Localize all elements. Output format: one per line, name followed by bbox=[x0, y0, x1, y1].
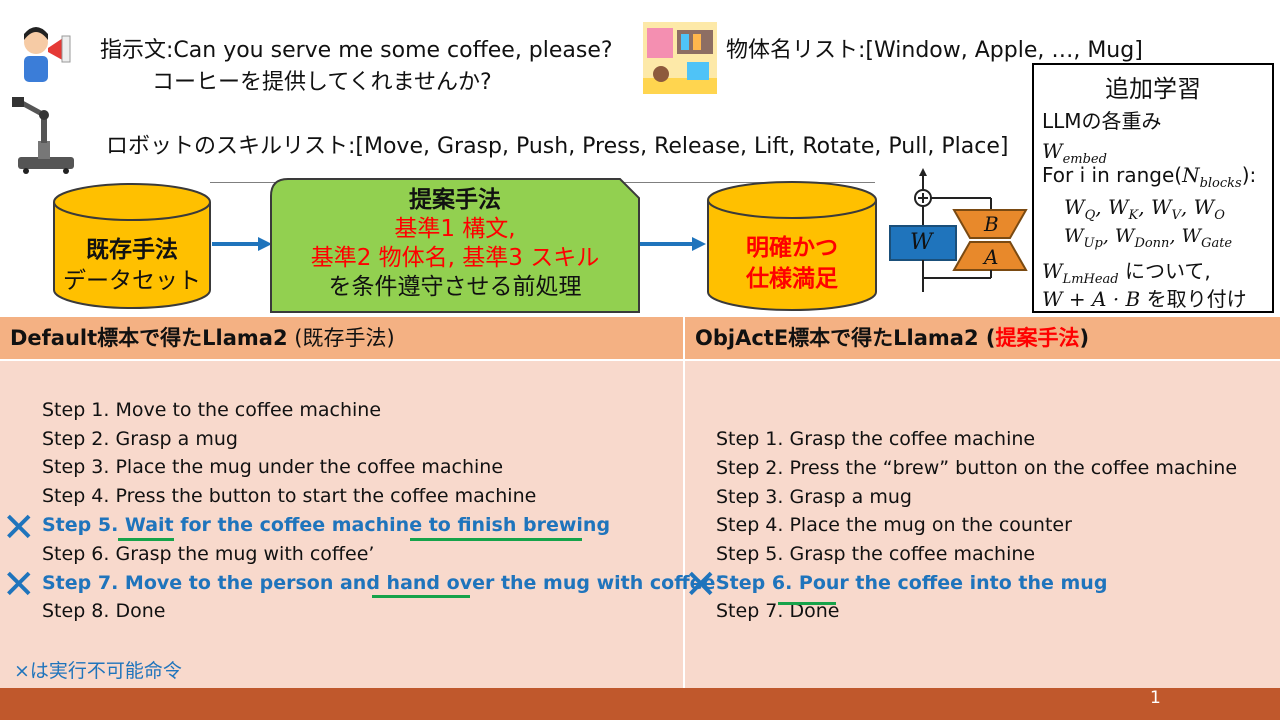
attention-weights: WQ, WK, WV, WO bbox=[1064, 195, 1225, 223]
right-panel-body bbox=[685, 361, 1280, 688]
existing-dataset-line1: 既存手法 bbox=[86, 237, 178, 263]
left-step-4: Step 4. Press the button to start the co… bbox=[42, 485, 537, 507]
panel-divider bbox=[683, 317, 685, 688]
lora-diagram bbox=[889, 168, 1028, 292]
proposal-criteria-2-3: 基準2 物体名, 基準3 スキル bbox=[310, 245, 600, 271]
right-step-1: Step 1. Grasp the coffee machine bbox=[716, 428, 1036, 450]
additional-training-box: 追加学習 LLMの各重み Wembed For i in range(Nbloc… bbox=[1032, 63, 1274, 313]
result-dataset-cylinder bbox=[707, 181, 877, 311]
cross-icon: ✕ bbox=[684, 562, 718, 608]
mlp-weights: WUp, WDonn, WGate bbox=[1064, 225, 1233, 251]
result-line2: 仕様満足 bbox=[746, 266, 838, 292]
right-step-2: Step 2. Press the “brew” button on the c… bbox=[716, 457, 1238, 479]
left-panel-header: Default標本で得たLlama2 (既存手法) bbox=[0, 317, 683, 359]
instruction-text: 指示文:Can you serve me some coffee, please… bbox=[100, 38, 613, 63]
left-step-8: Step 8. Done bbox=[42, 600, 166, 622]
lmhead-line: WLmHead について, bbox=[1042, 259, 1211, 287]
arrow-icon bbox=[212, 237, 272, 251]
page-number: 1 bbox=[1150, 688, 1161, 708]
embed-weight: Wembed bbox=[1042, 139, 1107, 167]
llm-weights-label: LLMの各重み bbox=[1042, 109, 1162, 133]
object-name-list: 物体名リスト:[Window, Apple, …, Mug] bbox=[726, 38, 1143, 63]
proposal-preprocess: を条件遵守させる前処理 bbox=[328, 274, 582, 300]
existing-dataset-line2: データセット bbox=[63, 268, 201, 294]
left-step-6: Step 6. Grasp the mug with coffee’ bbox=[42, 543, 375, 565]
underline-mark bbox=[118, 538, 174, 541]
underline-mark bbox=[372, 595, 470, 598]
proposal-title: 提案手法 bbox=[409, 187, 501, 213]
result-line1: 明確かつ bbox=[746, 235, 838, 261]
robot-arm-icon bbox=[12, 97, 74, 174]
right-step-4: Step 4. Place the mug on the counter bbox=[716, 514, 1072, 536]
toy-room-icon bbox=[643, 22, 717, 94]
right-panel-header: ObjActE標本で得たLlama2 (提案手法) bbox=[685, 317, 1280, 359]
infeasible-note: ×は実行不可能命令 bbox=[14, 660, 182, 682]
footer-bar bbox=[0, 688, 1280, 720]
lora-w-label: W bbox=[910, 230, 933, 255]
proposal-method-text: 提案手法 基準1 構文, 基準2 物体名, 基準3 スキル を条件遵守させる前処… bbox=[270, 186, 640, 302]
formula-line: W + A · B を取り付け bbox=[1042, 287, 1247, 311]
robot-skill-list: ロボットのスキルリスト:[Move, Grasp, Push, Press, R… bbox=[106, 134, 1009, 159]
underline-mark bbox=[778, 602, 836, 605]
left-step-1: Step 1. Move to the coffee machine bbox=[42, 399, 382, 421]
cross-icon: ✕ bbox=[2, 562, 36, 608]
additional-title: 追加学習 bbox=[1105, 75, 1201, 103]
proposal-criterion-1: 基準1 構文, bbox=[394, 216, 516, 242]
lora-b-label: B bbox=[984, 212, 999, 236]
cross-icon: ✕ bbox=[2, 505, 36, 551]
speaker-person-icon bbox=[24, 27, 71, 82]
lora-a-label: A bbox=[984, 245, 999, 269]
existing-dataset-cylinder bbox=[53, 183, 211, 309]
left-step-3: Step 3. Place the mug under the coffee m… bbox=[42, 456, 504, 478]
arrow-icon bbox=[640, 237, 706, 251]
proposal-method-box bbox=[270, 178, 640, 313]
right-step-7: Step 7. Done bbox=[716, 600, 840, 622]
left-step-7-invalid: Step 7. Move to the person and hand over… bbox=[42, 572, 723, 594]
left-step-2: Step 2. Grasp a mug bbox=[42, 428, 238, 450]
for-loop-line: For i in range(Nblocks): bbox=[1042, 163, 1257, 191]
right-step-6-invalid: Step 6. Pour the coffee into the mug bbox=[716, 572, 1108, 594]
left-panel-body bbox=[0, 361, 683, 688]
left-step-5-invalid: Step 5. Wait for the coffee machine to f… bbox=[42, 514, 611, 536]
right-step-3: Step 3. Grasp a mug bbox=[716, 486, 912, 508]
underline-mark bbox=[410, 538, 582, 541]
instruction-japanese: コーヒーを提供してくれませんか? bbox=[152, 70, 492, 95]
right-step-5: Step 5. Grasp the coffee machine bbox=[716, 543, 1036, 565]
